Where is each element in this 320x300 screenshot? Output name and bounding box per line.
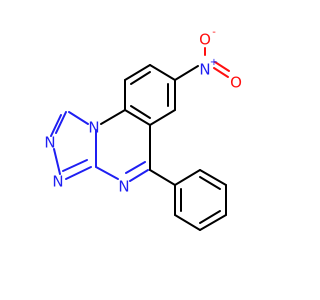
bond-c6-n xyxy=(100,109,126,125)
bond-ph-4 xyxy=(199,214,227,231)
bond-inner-benzo-3 xyxy=(130,105,151,119)
triazole-n2-label: N xyxy=(44,134,55,152)
bond-n3-c9a xyxy=(65,166,92,180)
molecule-diagram: N + O - O N N N N xyxy=(44,27,242,231)
bond-ph-2 xyxy=(199,169,227,186)
nitro-o-top-charge: - xyxy=(212,27,216,38)
bond-c9a-n xyxy=(95,166,119,180)
bond-c2-c3 xyxy=(149,64,176,81)
nitro-n-label: N xyxy=(199,61,210,79)
triazole-n3-label: N xyxy=(52,173,63,191)
bond-inner-benzo-1 xyxy=(130,71,151,85)
triazole-n1-label: N xyxy=(88,119,99,137)
bond-n3-c9a-double xyxy=(62,159,88,172)
nitro-n-charge: + xyxy=(210,57,218,68)
nitro-o-top-label: O xyxy=(199,31,211,49)
bond-c5-phenyl xyxy=(149,169,176,186)
bond-inner-phenyl-1 xyxy=(199,176,221,190)
bond-c5-c6 xyxy=(124,109,151,126)
bond-c-nitro xyxy=(174,65,199,81)
bond-nitro-o-double xyxy=(213,67,229,78)
bond-ph-1 xyxy=(174,169,201,186)
bond-ph-5 xyxy=(174,214,201,231)
bond-n2-n3 xyxy=(53,148,61,175)
bond-n-c5 xyxy=(129,169,149,182)
bond-inner-phenyl-2 xyxy=(199,210,221,224)
bond-n-c5-double xyxy=(125,161,146,174)
bond-n1-c xyxy=(68,111,89,125)
bond-nitro-o-single xyxy=(214,61,230,72)
ring-n5-label: N xyxy=(118,178,129,196)
bond-c4-c5 xyxy=(149,109,176,126)
nitro-o-bottom-label: O xyxy=(230,74,242,92)
bond-c1-c2 xyxy=(124,64,151,81)
bond-c-n2 xyxy=(55,111,67,134)
bond-c-n2-double xyxy=(50,114,62,137)
atom-labels: N + O - O N N N N xyxy=(44,27,242,196)
bonds xyxy=(50,47,230,231)
